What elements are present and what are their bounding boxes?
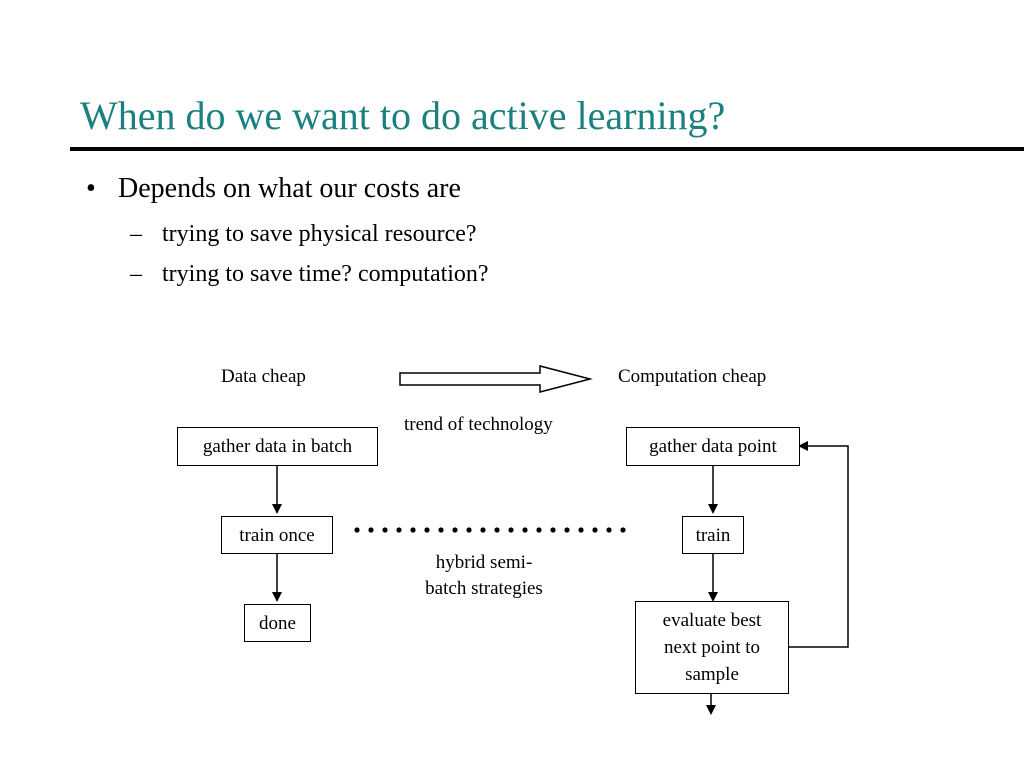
- evaluate-box-line: evaluate best: [662, 610, 762, 631]
- trend-arrow: [399, 365, 593, 393]
- sub-bullet-text: trying to save time? computation?: [162, 261, 489, 287]
- hybrid-label-line: hybrid semi-: [435, 552, 533, 573]
- feedback-loop-arrow: [788, 441, 849, 648]
- slide-title: When do we want to do active learning?: [80, 93, 726, 138]
- bullet-marker: •: [86, 173, 96, 204]
- sub-bullet-text: trying to save physical resource?: [162, 221, 477, 247]
- evaluate-box-line: next point to: [663, 637, 761, 658]
- evaluate-box: evaluate best next point to sample: [635, 601, 789, 694]
- left-header-label: Data cheap: [221, 366, 306, 387]
- hybrid-label-line: batch strategies: [425, 578, 543, 599]
- sub-bullet-marker: –: [130, 221, 142, 247]
- bullet-text: Depends on what our costs are: [118, 173, 461, 204]
- gather-batch-box: gather data in batch: [177, 427, 378, 466]
- hybrid-label: hybrid semi- batch strategies: [403, 550, 565, 602]
- trend-label: trend of technology: [404, 414, 553, 435]
- train-once-box: train once: [221, 516, 333, 554]
- sub-bullet-marker: –: [130, 261, 142, 287]
- train-box: train: [682, 516, 744, 554]
- hybrid-dotted-line: [354, 527, 626, 533]
- gather-point-box: gather data point: [626, 427, 800, 466]
- title-divider: [70, 147, 1024, 151]
- sub-bullet-item: –trying to save time? computation?: [130, 261, 489, 288]
- sub-bullet-item: –trying to save physical resource?: [130, 221, 477, 248]
- evaluate-box-line: sample: [685, 664, 739, 685]
- bullet-item: • Depends on what our costs are: [86, 173, 461, 205]
- done-box: done: [244, 604, 311, 642]
- right-header-label: Computation cheap: [618, 366, 767, 387]
